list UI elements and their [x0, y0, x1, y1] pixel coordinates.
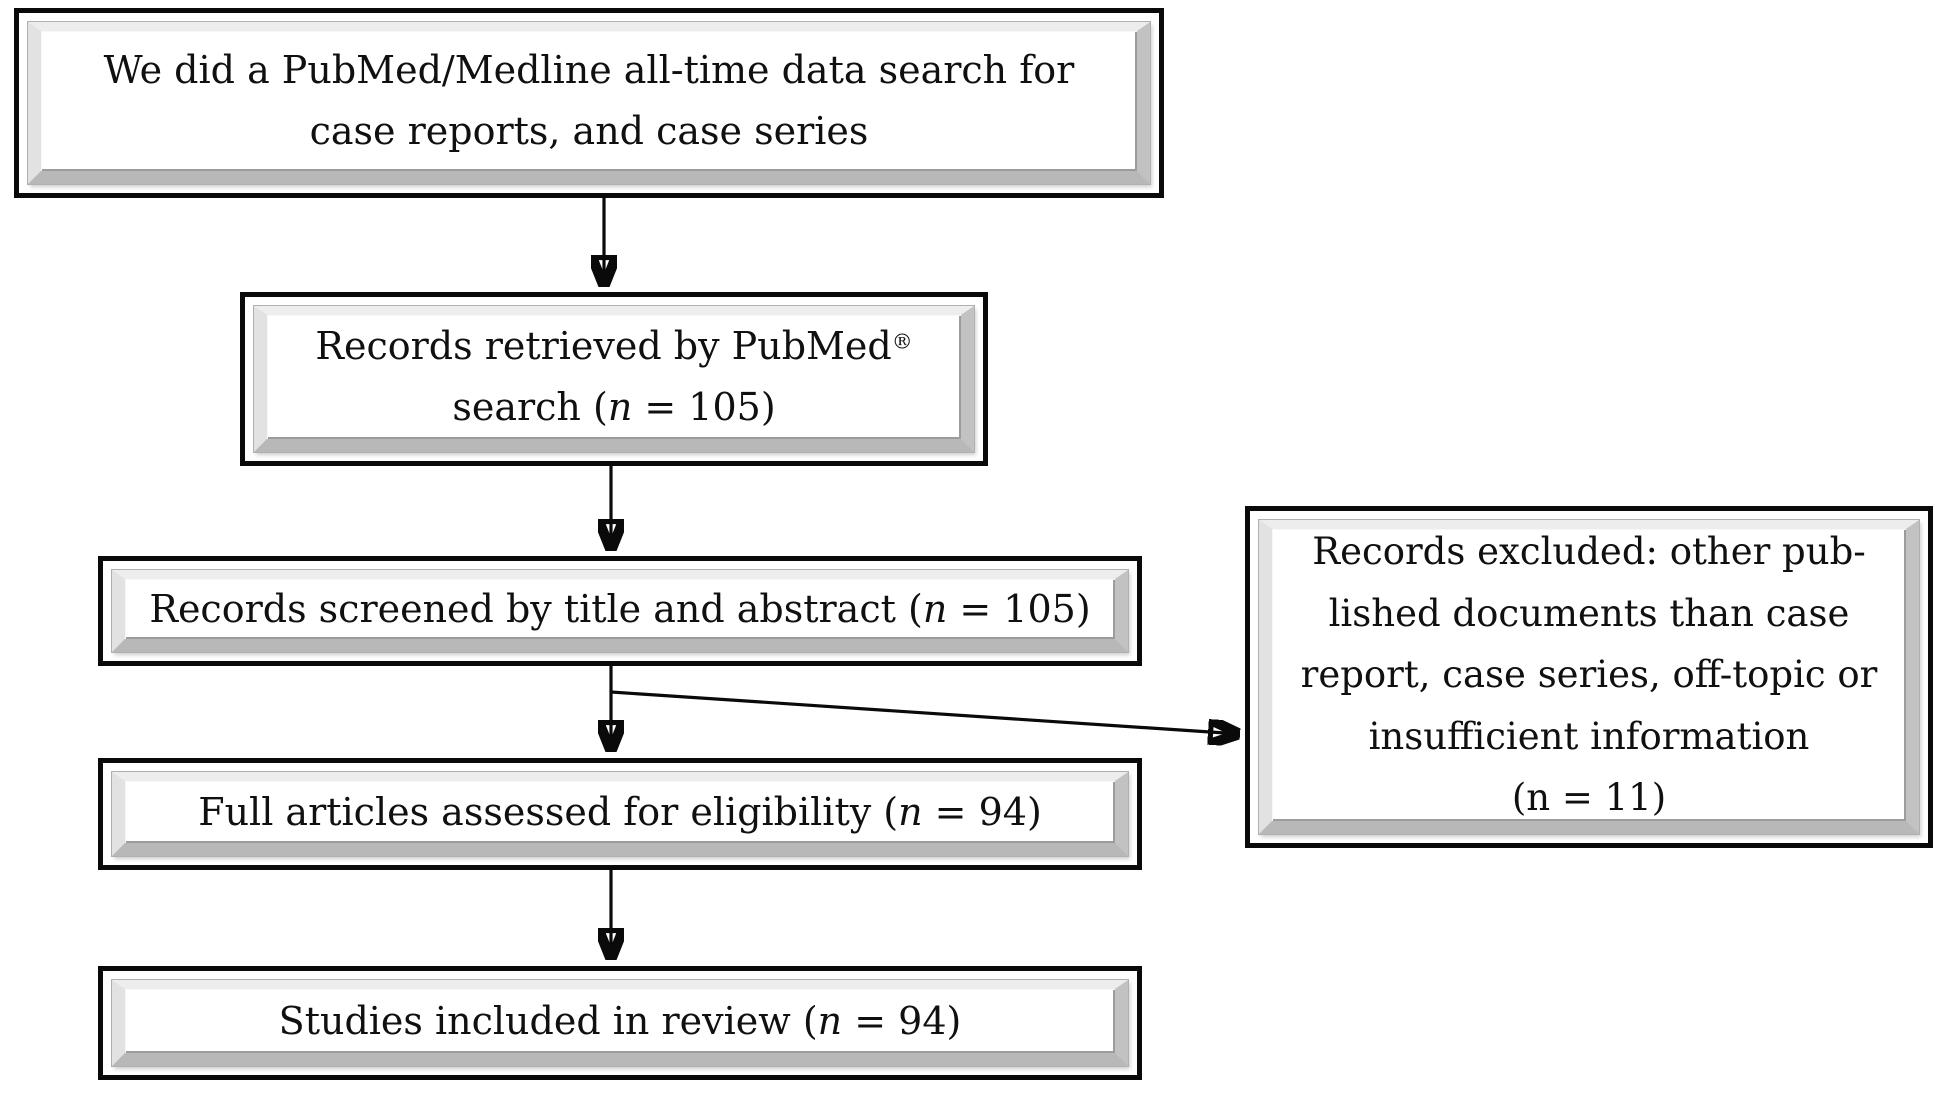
- box-records-screened-label: Records screened by title and abstract (…: [149, 586, 1091, 631]
- registered-trademark-icon: ®: [891, 329, 913, 354]
- n-symbol: n: [817, 998, 843, 1043]
- n-symbol: n: [922, 586, 948, 631]
- box-records-retrieved: Records retrieved by PubMed® search (n =…: [240, 292, 988, 466]
- box-records-excluded-panel: Records excluded: other pub- lished docu…: [1258, 519, 1920, 835]
- box-full-articles-assessed-label: Full articles assessed for eligibility (…: [198, 789, 1042, 834]
- box-records-excluded: Records excluded: other pub- lished docu…: [1245, 506, 1933, 848]
- box-search-statement: We did a PubMed/Medline all-time data se…: [14, 8, 1164, 198]
- arrow-screened-to-excluded-icon: [610, 690, 1240, 734]
- box-full-articles-assessed: Full articles assessed for eligibility (…: [98, 758, 1142, 870]
- box-records-retrieved-panel: Records retrieved by PubMed® search (n =…: [253, 305, 975, 453]
- box-studies-included-label: Studies included in review (n = 94): [278, 998, 962, 1043]
- box-search-statement-label: We did a PubMed/Medline all-time data se…: [103, 48, 1075, 153]
- box-records-excluded-label: Records excluded: other pub- lished docu…: [1300, 530, 1878, 820]
- n-symbol: n: [607, 385, 633, 429]
- box-search-statement-panel: We did a PubMed/Medline all-time data se…: [27, 21, 1151, 185]
- box-records-screened: Records screened by title and abstract (…: [98, 556, 1142, 666]
- box-full-articles-assessed-panel: Full articles assessed for eligibility (…: [111, 771, 1129, 857]
- box-studies-included-panel: Studies included in review (n = 94): [111, 979, 1129, 1067]
- box-studies-included: Studies included in review (n = 94): [98, 966, 1142, 1080]
- box-records-retrieved-label: Records retrieved by PubMed® search (n =…: [315, 324, 913, 429]
- n-symbol: n: [898, 789, 923, 834]
- box-records-screened-panel: Records screened by title and abstract (…: [111, 569, 1129, 653]
